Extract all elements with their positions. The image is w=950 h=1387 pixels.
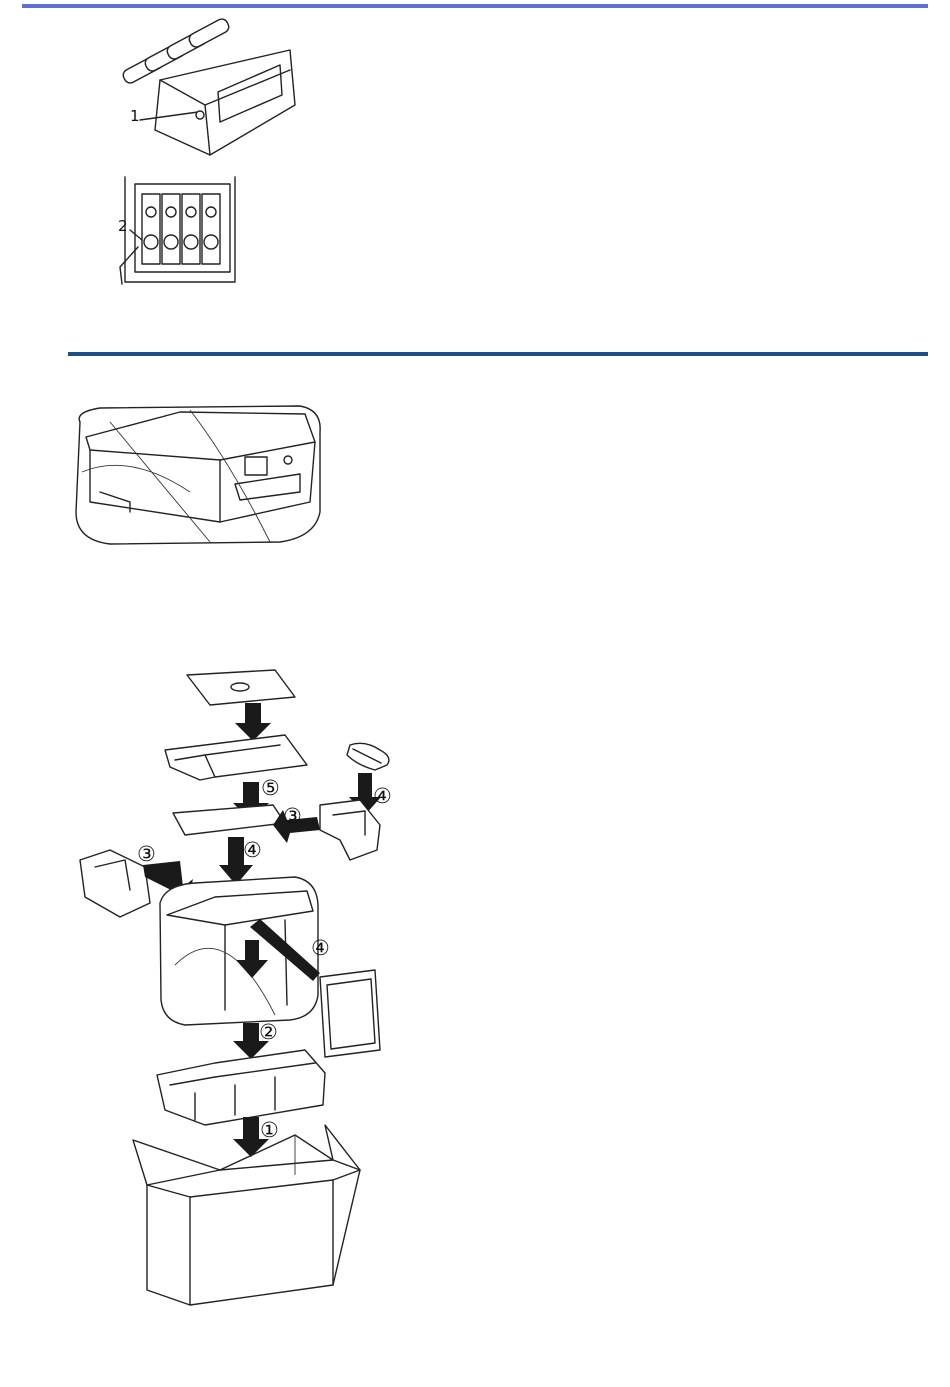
step-1-label: ①	[260, 1118, 279, 1142]
step-4-label-c: ④	[311, 936, 330, 960]
step-4-label-a: ④	[373, 784, 392, 808]
repacking-diagram: ⑤ ④ ③ ④ ③ ④ ② ①	[75, 665, 405, 1315]
printer-in-bag-illustration	[70, 392, 326, 548]
svg-text:1: 1	[130, 107, 140, 125]
cover-sheet	[187, 670, 295, 705]
protective-cover-illustration	[100, 20, 310, 160]
bottom-foam	[157, 1050, 325, 1125]
right-foam	[320, 800, 380, 860]
section-rule	[68, 352, 928, 356]
svg-text:2: 2	[118, 217, 128, 235]
step-3-label-b: ③	[137, 842, 156, 866]
carton-box	[147, 1160, 360, 1305]
cartridge-slots	[142, 194, 220, 264]
callout-1: 1	[128, 106, 148, 126]
step-2-label: ②	[259, 1020, 278, 1044]
step-5-label: ⑤	[261, 776, 280, 800]
paper-sheet	[173, 805, 285, 835]
step-4-label-b: ④	[243, 838, 262, 862]
header-rule	[22, 4, 928, 8]
callout-2: 2	[116, 216, 136, 236]
step-3-label-a: ③	[283, 804, 302, 828]
